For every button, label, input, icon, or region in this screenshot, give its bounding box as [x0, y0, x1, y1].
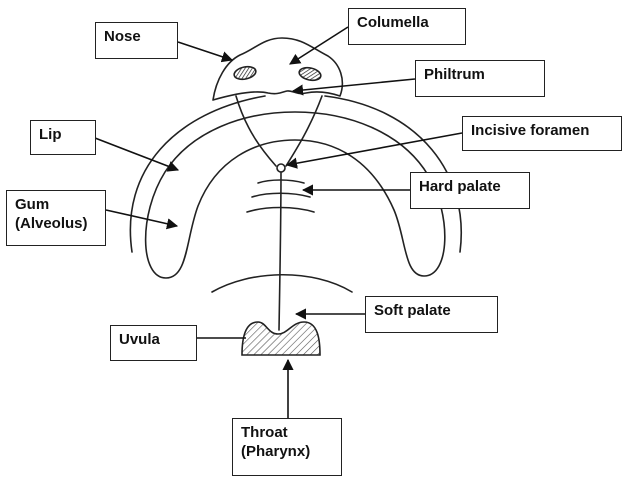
incisive-foramen-arrow — [287, 133, 462, 165]
soft-palate-boundary — [212, 275, 352, 292]
nose-arrow — [178, 42, 232, 60]
columella-text: Columella — [357, 13, 457, 32]
philtrum-text: Philtrum — [424, 65, 536, 84]
columella-label: Columella — [348, 8, 466, 45]
philtrum-line-right — [286, 96, 322, 166]
gum-arrow — [106, 210, 177, 226]
gum-outline — [146, 112, 445, 278]
nose-outline — [213, 38, 342, 100]
midline-raphe — [279, 172, 281, 330]
nose-label: Nose — [95, 22, 178, 59]
hard-palate-text: Hard palate — [419, 177, 521, 196]
incisive-foramen-text: Incisive foramen — [471, 121, 613, 140]
uvula-shape — [242, 322, 320, 355]
throat-label: Throat (Pharynx) — [232, 418, 342, 476]
incisive-foramen-label: Incisive foramen — [462, 116, 622, 151]
incisive-foramen-mark — [277, 164, 285, 172]
soft-palate-label: Soft palate — [365, 296, 498, 333]
lip-label: Lip — [30, 120, 96, 155]
uvula-text: Uvula — [119, 330, 188, 349]
philtrum-line-left — [236, 96, 276, 166]
uvula-label: Uvula — [110, 325, 197, 361]
right-nostril — [298, 66, 322, 82]
philtrum-label: Philtrum — [415, 60, 545, 97]
gum-text-line1: Gum — [15, 195, 97, 214]
nose-text: Nose — [104, 27, 169, 46]
lip-text: Lip — [39, 125, 87, 144]
gum-text-line2: (Alveolus) — [15, 214, 97, 233]
hard-palate-label: Hard palate — [410, 172, 530, 209]
throat-text-line1: Throat — [241, 423, 333, 442]
soft-palate-text: Soft palate — [374, 301, 489, 320]
left-nostril — [233, 65, 257, 81]
columella-arrow — [290, 27, 348, 64]
gum-label: Gum (Alveolus) — [6, 190, 106, 246]
throat-text-line2: (Pharynx) — [241, 442, 333, 461]
